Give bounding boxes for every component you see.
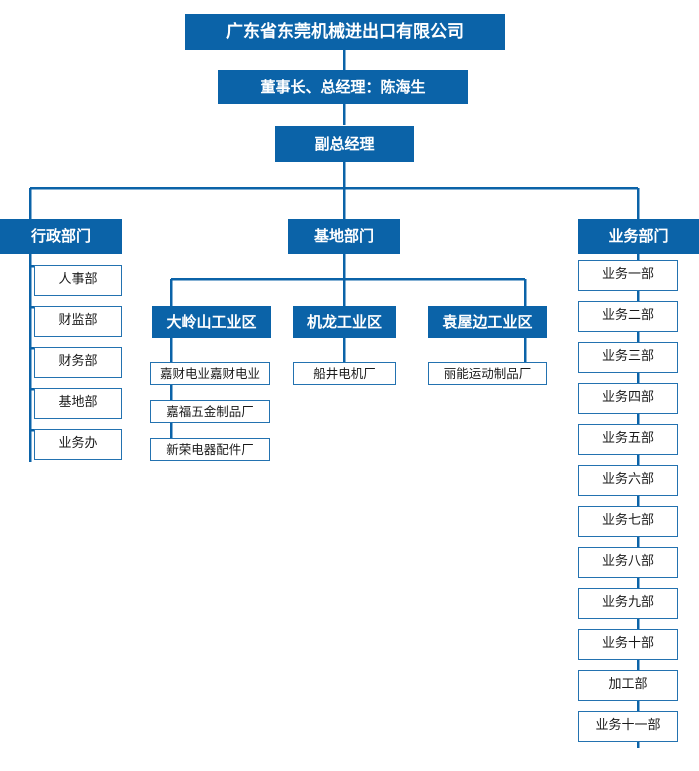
admin-child-box: 业务办 xyxy=(34,429,122,460)
admin-child-label: 人事部 xyxy=(58,272,98,288)
business-child-box: 业务九部 xyxy=(578,588,678,619)
admin-child-label: 业务办 xyxy=(58,436,98,452)
business-child-box: 加工部 xyxy=(578,670,678,701)
admin-child-label: 财务部 xyxy=(58,354,98,370)
chairman-box: 董事长、总经理：陈海生 xyxy=(218,70,468,104)
business-child-box: 业务十一部 xyxy=(578,711,678,742)
business-child-box: 业务六部 xyxy=(578,465,678,496)
admin-child-box: 基地部 xyxy=(34,388,122,419)
factory-box: 嘉财电业嘉财电业 xyxy=(150,362,270,385)
business-child-label: 业务一部 xyxy=(601,267,654,283)
factory-label: 新荣电器配件厂 xyxy=(166,441,254,457)
factory-box: 丽能运动制品厂 xyxy=(428,362,547,385)
factory-label: 丽能运动制品厂 xyxy=(443,365,532,381)
business-child-box: 业务八部 xyxy=(578,547,678,578)
admin-child-box: 财监部 xyxy=(34,306,122,337)
vice-manager-label: 副总经理 xyxy=(314,134,375,153)
company-title-label: 广东省东莞机械进出口有限公司 xyxy=(226,21,464,42)
business-child-label: 业务十一部 xyxy=(595,718,661,734)
business-child-box: 业务四部 xyxy=(578,383,678,414)
business-child-label: 业务五部 xyxy=(601,431,654,447)
business-child-label: 业务六部 xyxy=(601,472,654,488)
business-child-label: 业务四部 xyxy=(601,390,654,406)
department-admin-box: 行政部门 xyxy=(0,219,122,254)
zone-jilong-label: 机龙工业区 xyxy=(306,312,382,331)
admin-child-label: 基地部 xyxy=(58,395,98,411)
admin-child-box: 人事部 xyxy=(34,265,122,296)
business-child-label: 加工部 xyxy=(608,677,648,693)
business-child-box: 业务三部 xyxy=(578,342,678,373)
zone-yuanwubian-box: 袁屋边工业区 xyxy=(428,306,547,338)
business-child-box: 业务五部 xyxy=(578,424,678,455)
zone-daling-label: 大岭山工业区 xyxy=(166,312,257,331)
business-child-box: 业务一部 xyxy=(578,260,678,291)
business-child-label: 业务七部 xyxy=(601,513,654,529)
factory-box: 新荣电器配件厂 xyxy=(150,438,270,461)
department-base-label: 基地部门 xyxy=(313,227,374,246)
department-admin-label: 行政部门 xyxy=(30,227,91,246)
business-child-label: 业务三部 xyxy=(601,349,654,365)
business-child-label: 业务九部 xyxy=(601,595,654,611)
department-base-box: 基地部门 xyxy=(288,219,400,254)
factory-box: 船井电机厂 xyxy=(293,362,396,385)
business-child-label: 业务十部 xyxy=(601,636,654,652)
admin-child-label: 财监部 xyxy=(58,313,98,329)
business-child-box: 业务二部 xyxy=(578,301,678,332)
vice-manager-box: 副总经理 xyxy=(275,126,414,162)
business-child-box: 业务十部 xyxy=(578,629,678,660)
business-child-box: 业务七部 xyxy=(578,506,678,537)
factory-box: 嘉福五金制品厂 xyxy=(150,400,270,423)
zone-yuanwubian-label: 袁屋边工业区 xyxy=(442,312,533,331)
department-business-label: 业务部门 xyxy=(608,227,669,246)
factory-label: 嘉财电业嘉财电业 xyxy=(159,365,260,381)
zone-daling-box: 大岭山工业区 xyxy=(152,306,271,338)
admin-child-box: 财务部 xyxy=(34,347,122,378)
business-child-label: 业务二部 xyxy=(601,308,654,324)
department-business-box: 业务部门 xyxy=(578,219,699,254)
company-title-box: 广东省东莞机械进出口有限公司 xyxy=(185,14,505,50)
chairman-label: 董事长、总经理：陈海生 xyxy=(260,77,426,96)
business-child-label: 业务八部 xyxy=(601,554,654,570)
zone-jilong-box: 机龙工业区 xyxy=(293,306,396,338)
factory-label: 嘉福五金制品厂 xyxy=(166,403,254,419)
factory-label: 船井电机厂 xyxy=(313,365,376,381)
